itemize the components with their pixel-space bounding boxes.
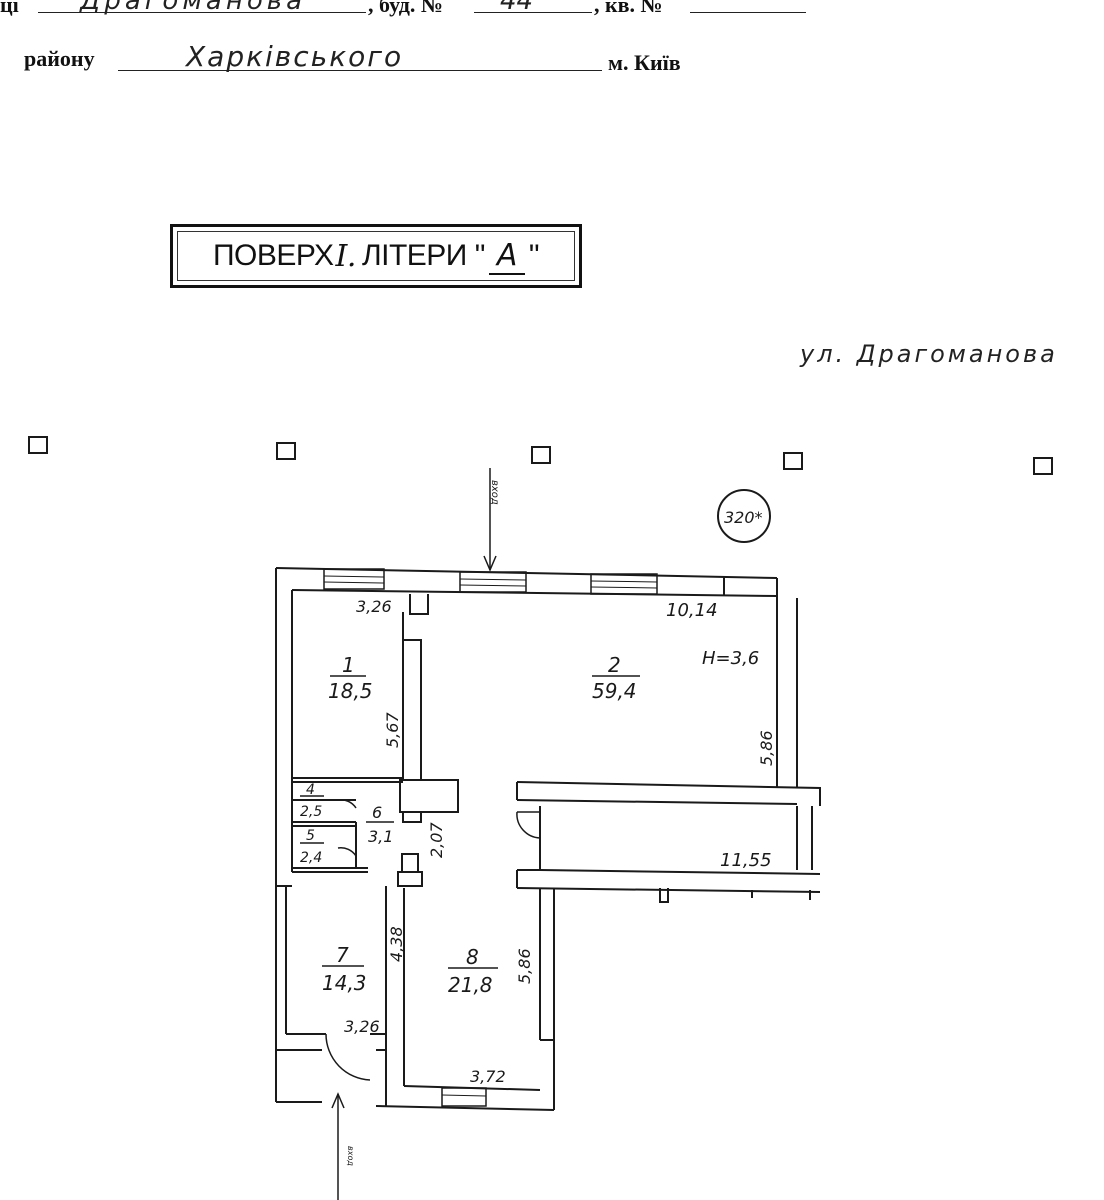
dimension: 3,26 — [356, 597, 392, 616]
city-label: м. Київ — [608, 50, 681, 75]
street-value: Драгоманова — [80, 0, 307, 16]
badge-circle — [717, 489, 771, 543]
apartment-label: , кв. № — [594, 0, 663, 17]
dimension: 5,86 — [757, 730, 776, 766]
stamp-prefix: ПОВЕРХ — [212, 239, 334, 272]
room-area: 59,4 — [592, 679, 637, 703]
window — [459, 571, 527, 593]
room-area: 18,5 — [328, 679, 373, 703]
dimension: 3,72 — [470, 1067, 506, 1086]
entrance-label: вход — [489, 480, 500, 505]
room-area: 3,1 — [368, 827, 393, 846]
building-value: 44 — [500, 0, 534, 16]
dimension: 5,86 — [515, 948, 534, 984]
survey-marker — [783, 452, 803, 470]
floor-stamp: ПОВЕРХ I. ЛІТЕРИ " А " — [170, 224, 582, 288]
building-label: , буд. № — [368, 0, 444, 17]
street-underline — [38, 12, 366, 13]
badge-text: 320* — [724, 508, 763, 527]
entrance-label: вход — [346, 1146, 355, 1166]
survey-marker — [1033, 457, 1053, 475]
room-number: 6 — [372, 803, 382, 822]
dimension: 4,38 — [387, 926, 406, 962]
district-label: району — [24, 46, 95, 71]
stamp-letter: А — [488, 238, 525, 275]
dimension: 5,67 — [383, 712, 402, 748]
dimension: 2,07 — [427, 822, 446, 858]
building-underline — [474, 12, 592, 13]
stamp-middle: ЛІТЕРИ " — [361, 239, 485, 272]
room-number: 1 — [342, 653, 355, 677]
apartment-underline — [690, 12, 806, 13]
stamp-floor: I. — [335, 238, 357, 274]
room-area: 2,4 — [300, 850, 322, 866]
wall — [291, 589, 778, 597]
survey-marker — [276, 442, 296, 460]
street-label: ці — [0, 0, 19, 17]
window — [323, 568, 385, 590]
survey-marker — [28, 436, 48, 454]
survey-marker — [531, 446, 551, 464]
height-note: H=3,6 — [702, 648, 759, 669]
dimension: 3,26 — [344, 1017, 380, 1036]
dimension: 10,14 — [666, 600, 718, 621]
floor-stamp-inner: ПОВЕРХ I. ЛІТЕРИ " А " — [177, 231, 575, 281]
room-area: 21,8 — [448, 973, 493, 997]
room-number: 7 — [336, 943, 349, 967]
window — [441, 1087, 487, 1107]
room-number: 4 — [306, 782, 315, 798]
room-number: 5 — [306, 828, 315, 844]
room-area: 2,5 — [300, 804, 322, 820]
street-note: ул. Драгоманова — [800, 340, 1058, 368]
room-area: 14,3 — [322, 971, 367, 995]
room-number: 2 — [608, 653, 621, 677]
room-number: 8 — [466, 945, 479, 969]
window — [590, 573, 658, 595]
dimension: 11,55 — [720, 850, 772, 871]
district-underline — [118, 70, 602, 71]
stamp-suffix: " — [528, 239, 540, 272]
district-value: Харківського — [186, 40, 404, 73]
